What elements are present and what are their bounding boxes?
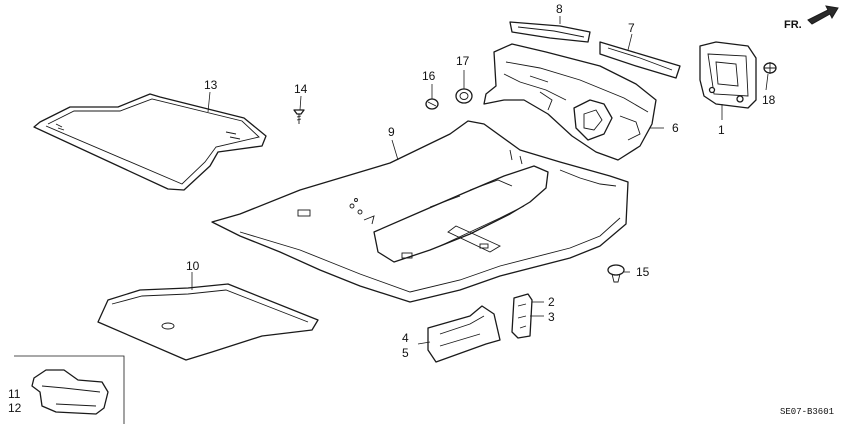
cushion-part-11-12: [31, 369, 109, 415]
front-direction-label: FR.: [784, 19, 802, 31]
side-insulator-part-1: [699, 41, 757, 109]
clip-part-15: [607, 264, 625, 283]
dash-insulator-part-6: [483, 43, 657, 161]
callout-4: 4: [402, 331, 409, 345]
floor-mat-part-13: [33, 93, 267, 191]
floor-carpet-part-9: [211, 120, 629, 303]
callout-7: 7: [628, 21, 635, 35]
side-panel-part-4-5: [427, 305, 501, 363]
callout-18: 18: [762, 93, 776, 107]
clip-part-16: [425, 98, 439, 110]
leader-lines: [191, 16, 769, 345]
callout-16: 16: [422, 69, 436, 83]
callout-9: 9: [388, 125, 395, 139]
callout-8: 8: [556, 2, 563, 16]
callout-13: 13: [204, 78, 218, 92]
insulator-strip-part-8: [509, 21, 591, 43]
callout-5: 5: [402, 346, 409, 360]
front-direction-arrow: FR.: [784, 5, 839, 31]
callout-14: 14: [294, 82, 308, 96]
trunk-mat-part-10: [97, 283, 319, 361]
callout-12: 12: [8, 401, 22, 415]
clip-part-18: [763, 62, 777, 74]
inset-box: [14, 355, 125, 424]
diagram-code: SE07-B3601: [780, 407, 834, 417]
callout-6: 6: [672, 121, 679, 135]
bracket-part-2-3: [511, 293, 533, 339]
callout-3: 3: [548, 310, 555, 324]
grommet-part-17: [455, 88, 473, 104]
callouts: 8 7 1 18 6 17 16 14 13 9 10 2 3 4 5 15 1…: [8, 2, 776, 415]
callout-15: 15: [636, 265, 650, 279]
insulator-strip-part-7: [599, 41, 681, 79]
screw-part-14: [293, 109, 305, 124]
callout-17: 17: [456, 54, 470, 68]
callout-10: 10: [186, 259, 200, 273]
callout-2: 2: [548, 295, 555, 309]
callout-1: 1: [718, 123, 725, 137]
callout-11: 11: [8, 387, 21, 401]
